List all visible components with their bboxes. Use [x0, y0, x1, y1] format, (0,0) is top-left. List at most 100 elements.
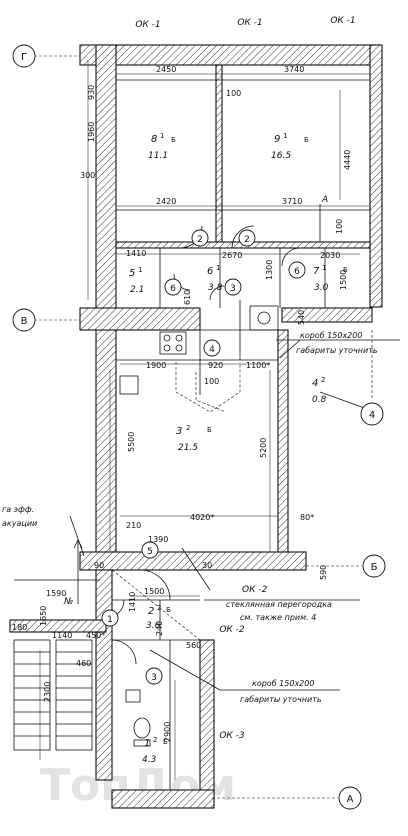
svg-text:8: 8 — [151, 134, 157, 145]
svg-text:4: 4 — [209, 345, 215, 355]
svg-text:Б: Б — [304, 136, 309, 144]
svg-text:590: 590 — [319, 565, 328, 580]
marker: 2 — [191, 229, 209, 247]
room-label: 8 1 Б 11.1 — [148, 132, 176, 161]
svg-text:240: 240 — [155, 621, 164, 636]
dimension-lines — [39, 60, 400, 780]
svg-text:2: 2 — [148, 606, 154, 617]
svg-text:1: 1 — [160, 132, 164, 140]
svg-text:7: 7 — [313, 266, 320, 277]
room-label: 6 1 3.8 — [207, 264, 223, 293]
note-evac-line2: акуации — [2, 519, 37, 528]
marker: 4 — [203, 339, 221, 357]
svg-text:3710: 3710 — [282, 197, 302, 206]
note-ok2: ОК -2 — [242, 585, 268, 595]
axis-lines — [34, 55, 373, 799]
svg-text:100: 100 — [335, 219, 344, 234]
svg-text:2450: 2450 — [156, 65, 176, 74]
svg-text:100: 100 — [226, 89, 241, 98]
room-label: 5 1 2.1 — [129, 266, 144, 295]
svg-text:5: 5 — [147, 547, 153, 557]
svg-text:1650: 1650 — [39, 606, 48, 626]
svg-text:3740: 3740 — [284, 65, 304, 74]
svg-text:560: 560 — [186, 641, 201, 650]
svg-text:30: 30 — [202, 561, 212, 570]
svg-text:2: 2 — [186, 424, 190, 432]
svg-text:Б: Б — [207, 426, 212, 434]
svg-text:90: 90 — [94, 561, 104, 570]
svg-text:1: 1 — [144, 738, 150, 749]
room-label: 1 2 Б 4.3 — [142, 736, 168, 765]
svg-text:Б: Б — [371, 562, 378, 573]
svg-text:2030: 2030 — [320, 251, 340, 260]
marker: 3 — [224, 278, 242, 296]
svg-text:6: 6 — [294, 267, 300, 277]
svg-text:5200: 5200 — [259, 438, 268, 458]
svg-text:5500: 5500 — [127, 432, 136, 452]
svg-text:1590: 1590 — [46, 589, 66, 598]
svg-text:1300: 1300 — [265, 260, 274, 280]
svg-text:Б: Б — [166, 606, 171, 614]
svg-text:210: 210 — [126, 521, 141, 530]
svg-text:1410: 1410 — [126, 249, 146, 258]
marker: 6 — [288, 261, 306, 279]
svg-text:3: 3 — [230, 284, 236, 294]
svg-text:460: 460 — [76, 659, 91, 668]
svg-text:1: 1 — [216, 264, 220, 272]
svg-text:2300: 2300 — [43, 682, 52, 702]
svg-text:1960: 1960 — [87, 122, 96, 142]
svg-text:3.8: 3.8 — [208, 283, 223, 293]
window-label: ОК -1 — [135, 20, 160, 30]
svg-text:4: 4 — [312, 378, 318, 389]
svg-text:2.1: 2.1 — [130, 285, 144, 295]
note-box2-line2: габариты уточнить — [240, 695, 322, 704]
svg-text:3.6: 3.6 — [146, 621, 161, 631]
marker: 3 — [145, 667, 163, 685]
svg-text:2: 2 — [157, 604, 161, 612]
marker: 5 — [141, 541, 159, 559]
dimension-texts: 930 1960 300 2450 3740 100 4440 2420 371… — [12, 65, 352, 742]
svg-text:4: 4 — [369, 410, 375, 421]
room-label: 9 1 Б 16.5 — [271, 132, 309, 161]
svg-text:1500: 1500 — [144, 587, 164, 596]
svg-text:1: 1 — [322, 264, 326, 272]
svg-text:1390: 1390 — [148, 535, 168, 544]
svg-text:3.0: 3.0 — [314, 283, 329, 293]
window-label: ОК -1 — [330, 16, 355, 26]
walls — [9, 44, 383, 809]
svg-text:450*: 450* — [86, 631, 105, 640]
partitions — [13, 79, 370, 790]
axis-b: Б — [362, 554, 386, 578]
room-label: 3 2 Б 21.5 — [176, 424, 212, 453]
svg-text:Б: Б — [171, 136, 176, 144]
svg-text:3: 3 — [151, 673, 157, 683]
svg-text:930: 930 — [87, 85, 96, 100]
axis-4: 4 — [360, 402, 384, 426]
svg-text:6: 6 — [207, 266, 213, 277]
svg-text:5: 5 — [129, 268, 135, 279]
room-label: 4 2 0.8 — [312, 376, 327, 405]
svg-text:2670: 2670 — [222, 251, 242, 260]
svg-text:3: 3 — [176, 426, 182, 437]
axis-g: Г — [12, 44, 36, 68]
svg-text:Б: Б — [343, 266, 348, 274]
svg-text:16.5: 16.5 — [271, 151, 291, 161]
window-label: ОК -3 — [219, 731, 245, 741]
room-label: 7 1 Б 3.0 — [313, 264, 348, 293]
room-label: 2 2 Б 3.6 — [146, 604, 171, 631]
marker: 6 — [164, 278, 182, 296]
svg-text:2: 2 — [197, 235, 203, 245]
svg-text:300: 300 — [80, 171, 95, 180]
note-box1-line2: габариты уточнить — [296, 346, 378, 355]
window-label: ОК -2 — [219, 625, 245, 635]
svg-text:1100*: 1100* — [246, 361, 270, 370]
window-label: ОК -1 — [237, 18, 262, 28]
svg-text:80*: 80* — [300, 513, 314, 522]
svg-text:В: В — [21, 316, 28, 327]
marker: 1 — [101, 609, 119, 627]
svg-text:0.8: 0.8 — [312, 395, 327, 405]
svg-text:1900: 1900 — [146, 361, 166, 370]
svg-text:1410: 1410 — [128, 592, 137, 612]
svg-text:4440: 4440 — [343, 150, 352, 170]
